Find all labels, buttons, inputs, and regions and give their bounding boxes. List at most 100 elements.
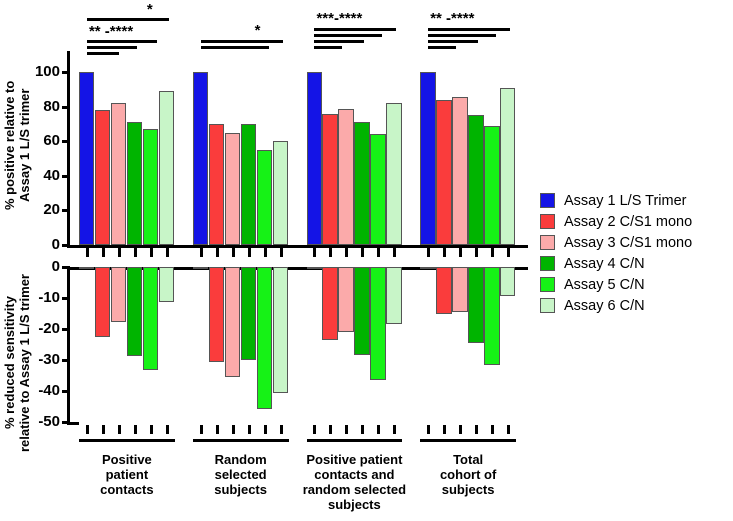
lower-x-tick-mark <box>149 425 153 434</box>
bar-positive-g3-s5 <box>500 87 516 245</box>
lower-x-tick-mark <box>101 425 105 434</box>
lower-x-tick-mark <box>117 425 121 434</box>
upper-x-tick-mark <box>475 248 479 257</box>
upper-x-tick-mark <box>427 248 431 257</box>
upper-x-tick-mark <box>329 248 333 257</box>
upper-x-tick-mark <box>117 248 121 257</box>
upper-x-tick-mark <box>101 248 105 257</box>
upper-y-axis-spine <box>67 51 70 247</box>
legend-swatch-icon <box>540 256 555 271</box>
bar-reduced-g2-s5 <box>386 267 402 325</box>
y-tick-label-upper: 20 <box>43 201 60 219</box>
lower-x-tick-mark <box>377 425 381 434</box>
bar-reduced-g1-s2 <box>224 267 241 378</box>
legend-label: Assay 4 C/N <box>564 255 645 272</box>
upper-x-tick-mark <box>377 248 381 257</box>
bar-positive-g2-s0 <box>306 72 322 245</box>
bar-reduced-g3-s2 <box>452 267 468 312</box>
lower-x-tick-mark <box>329 425 333 434</box>
lower-x-tick-mark <box>361 425 365 434</box>
sig-label-g0-main: ** -**** <box>88 23 134 40</box>
legend-label: Assay 3 C/S1 mono <box>564 234 693 251</box>
bar-positive-g1-s0 <box>192 72 209 245</box>
bar-reduced-g0-s2 <box>110 267 127 323</box>
lower-x-tick-mark <box>475 425 479 434</box>
sig-label-g2: ***-**** <box>316 10 363 27</box>
y-axis-tick-mark <box>62 244 70 247</box>
upper-x-tick-mark <box>215 248 219 257</box>
y-axis-tick-mark <box>62 266 70 269</box>
group-rule-1 <box>192 439 289 442</box>
legend-item-0: Assay 1 L/S Trimer <box>540 190 730 211</box>
y-tick-label-lower: -50 <box>38 413 60 430</box>
lower-x-tick-mark <box>443 425 447 434</box>
lower-x-tick-mark <box>133 425 137 434</box>
bar-positive-g0-s2 <box>110 102 127 245</box>
x-axis-group-label-0: Positive patient contacts <box>100 452 154 497</box>
bar-reduced-g1-s4 <box>256 267 273 409</box>
bar-reduced-g2-s0 <box>306 267 322 269</box>
x-axis-group-label-3: Total cohort of subjects <box>439 452 497 497</box>
bar-reduced-g1-s5 <box>272 267 288 393</box>
y-axis-tick-mark <box>62 390 70 393</box>
lower-x-tick-mark <box>459 425 463 434</box>
bar-reduced-g2-s1 <box>322 267 338 340</box>
upper-x-tick-mark <box>345 248 349 257</box>
lower-x-tick-mark <box>165 425 169 434</box>
y-tick-label-lower: -30 <box>38 351 60 368</box>
lower-zero-line <box>67 267 528 270</box>
lower-x-tick-mark <box>85 425 89 434</box>
group-rule-2 <box>306 439 403 442</box>
bar-positive-g2-s4 <box>370 133 386 245</box>
lower-y-axis-spine <box>67 267 70 425</box>
bar-positive-g2-s3 <box>354 121 370 245</box>
bar-positive-g0-s3 <box>126 121 143 245</box>
lower-x-tick-mark <box>199 425 203 434</box>
lower-x-tick-mark <box>345 425 349 434</box>
y-tick-label-lower: -40 <box>38 382 60 399</box>
y-tick-label-upper: 80 <box>43 97 60 115</box>
bar-positive-g0-s4 <box>142 129 159 245</box>
bar-positive-g3-s0 <box>420 72 436 245</box>
sig-bracket-g3-r1 <box>428 34 497 37</box>
bar-reduced-g0-s0 <box>79 267 95 269</box>
bar-reduced-g1-s3 <box>240 267 257 360</box>
upper-x-tick-mark <box>263 248 267 257</box>
bar-reduced-g2-s2 <box>338 267 354 333</box>
y-axis-tick-mark <box>62 421 70 424</box>
bar-positive-g3-s2 <box>452 97 468 245</box>
bar-positive-g0-s0 <box>79 72 95 245</box>
sig-bracket-g2-r1 <box>314 34 383 37</box>
legend-item-4: Assay 5 C/N <box>540 274 730 295</box>
legend-label: Assay 2 C/S1 mono <box>564 213 693 230</box>
legend-label: Assay 1 L/S Trimer <box>564 192 687 209</box>
upper-x-tick-mark <box>393 248 397 257</box>
bar-positive-g3-s4 <box>484 125 500 245</box>
legend-item-1: Assay 2 C/S1 mono <box>540 211 730 232</box>
bar-reduced-g2-s3 <box>354 267 370 356</box>
bar-positive-g0-s1 <box>94 110 111 245</box>
bar-positive-g2-s1 <box>322 113 338 245</box>
sig-bracket-g2-r0 <box>314 28 397 31</box>
legend-swatch-icon <box>540 214 555 229</box>
bar-positive-g1-s4 <box>256 150 273 245</box>
legend-item-3: Assay 4 C/N <box>540 253 730 274</box>
legend-item-2: Assay 3 C/S1 mono <box>540 232 730 253</box>
bar-positive-g3-s1 <box>436 99 452 245</box>
upper-x-tick-mark <box>507 248 511 257</box>
sig-label-g3: ** -**** <box>430 10 475 27</box>
lower-x-tick-mark <box>491 425 495 434</box>
bar-positive-g2-s2 <box>338 108 354 245</box>
sig-bracket-g0-r3 <box>86 52 119 55</box>
legend-swatch-icon <box>540 298 555 313</box>
sig-bracket-g2-r2 <box>314 40 365 43</box>
upper-x-tick-mark <box>361 248 365 257</box>
y-axis-tick-mark <box>62 297 70 300</box>
lower-x-tick-mark <box>279 425 283 434</box>
lower-x-tick-mark <box>393 425 397 434</box>
lower-axis-bottom-cap <box>67 422 79 425</box>
legend-swatch-icon <box>540 193 555 208</box>
upper-x-tick-mark <box>165 248 169 257</box>
upper-x-tick-mark <box>231 248 235 257</box>
legend-item-5: Assay 6 C/N <box>540 295 730 316</box>
